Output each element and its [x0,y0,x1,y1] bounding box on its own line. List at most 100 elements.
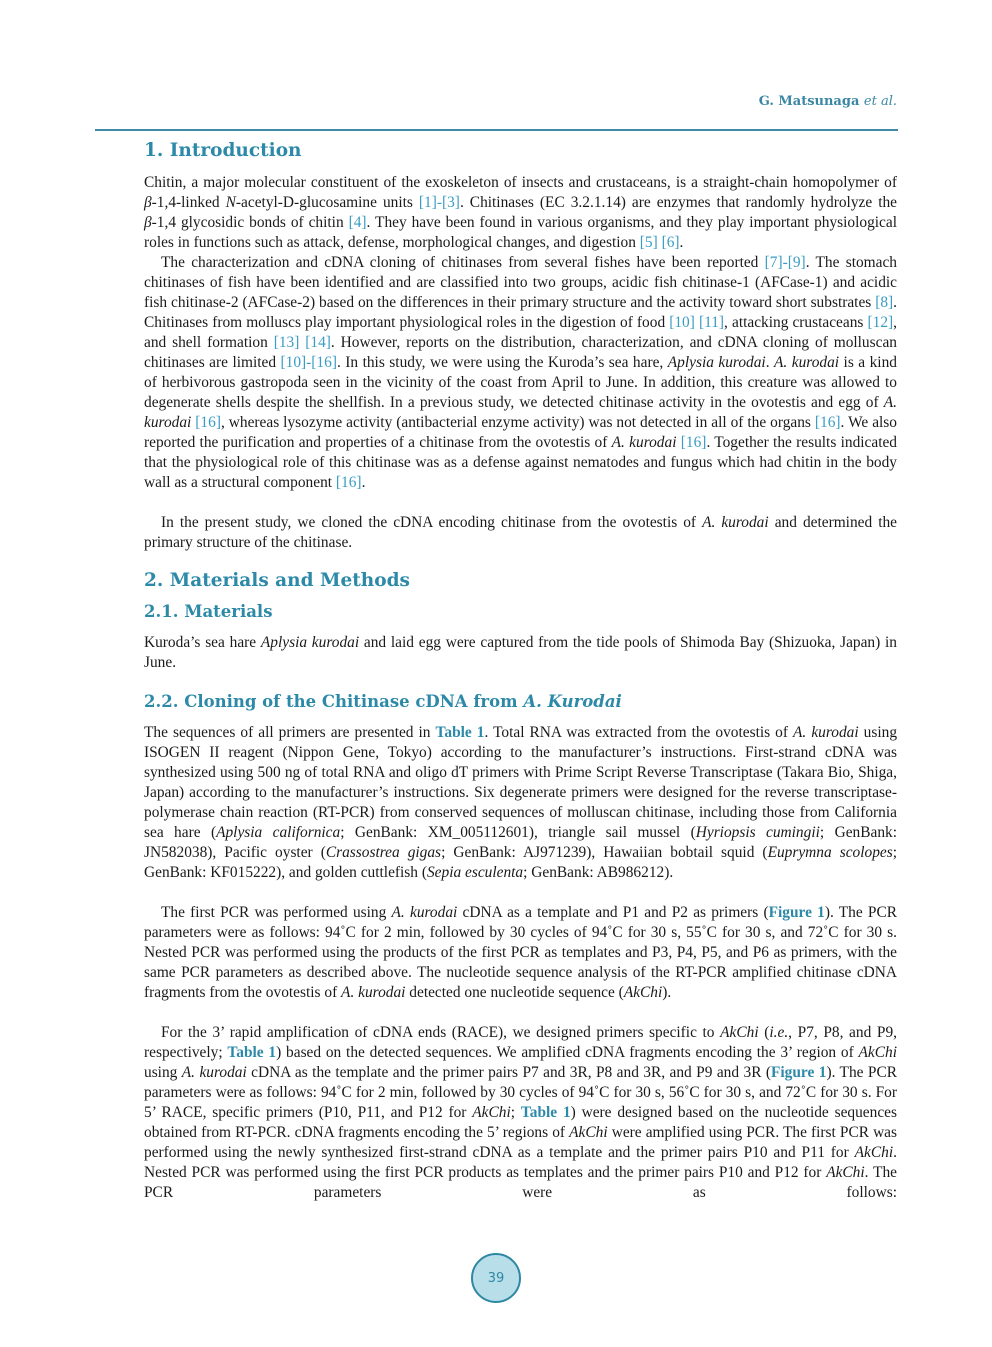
text-run: . [679,234,684,251]
text-run: and determined the primary structure of … [144,514,897,551]
italic-text: i.e. [769,1024,789,1041]
text-run: ; GenBank: JN582038), Pacific oyster ( [144,824,897,861]
text-run: ; [510,1104,521,1121]
italic-text: AkChi [854,1144,894,1161]
text-run: -1,4-linked [151,194,226,211]
text-run: . Total RNA was extracted from the ovote… [484,724,794,741]
text-run: . Chitinases (EC 3.2.1.14) are enzymes t… [459,194,898,211]
text-run: . In this study, we were using the Kurod… [336,354,668,371]
italic-text: A. kurodai [793,724,859,741]
text-run: ( [758,1024,770,1041]
cross-reference-link[interactable]: Table 1 [227,1044,277,1061]
text-run: The characterization and cDNA cloning of… [161,254,765,271]
paragraph: Chitin, a major molecular constituent of… [144,173,897,253]
citation-link[interactable]: [10]-[16] [280,354,337,371]
italic-text: A. kurodai [611,434,677,451]
citation-link[interactable]: [16] [335,474,362,491]
italic-text: N [225,194,236,211]
text-run: The sequences of all primers are present… [144,724,436,741]
citation-link[interactable]: [13] [14] [273,334,331,351]
citation-link[interactable]: [16] [680,434,707,451]
paragraph: The first PCR was performed using A. kur… [144,903,897,1003]
text-run: ) based on the detected sequences. We am… [276,1044,859,1061]
running-header: G. Matsunaga et al. [759,94,897,109]
citation-link[interactable]: [16] [195,414,221,431]
text-run: using ISOGEN II reagent (Nippon Gene, To… [144,724,898,841]
text-run: For the 3’ rapid amplification of cDNA e… [161,1024,721,1041]
text-run: . The PCR parameters were as follows: [144,1164,897,1201]
subsection-heading-cloning: 2.2. Cloning of the Chitinase cDNA from … [144,692,622,711]
italic-text: AkChi [858,1044,897,1061]
italic-text: AkChi [826,1164,865,1181]
text-run: ; GenBank: AJ971239), Hawaiian bobtail s… [441,844,768,861]
text-run: -1,4 glycosidic bonds of chitin [151,214,349,231]
paragraph: The characterization and cDNA cloning of… [144,253,897,493]
text-run: and laid egg were captured from the tide… [144,634,897,671]
italic-text: A. kurodai [144,394,897,431]
text-run: detected one nucleotide sequence ( [405,984,624,1001]
citation-link[interactable]: [16] [814,414,841,431]
text-run: using [144,1064,182,1081]
text-run: . We also reported the purification and … [144,414,897,451]
italic-text: AkChi [569,1124,608,1141]
cross-reference-link[interactable]: Figure 1 [768,904,825,921]
paragraph: The sequences of all primers are present… [144,723,897,883]
italic-text: A. kurodai [391,904,458,921]
section-heading-introduction: 1. Introduction [144,140,302,161]
text-run: In the present study, we cloned the cDNA… [161,514,703,531]
text-run: ). [662,984,672,1001]
running-header-author: G. Matsunaga [758,94,860,109]
section-heading-methods: 2. Materials and Methods [144,570,410,591]
citation-link[interactable]: [12] [867,314,894,331]
text-run: . [361,474,366,491]
italic-text: A. kurodai [774,354,840,371]
paragraph: In the present study, we cloned the cDNA… [144,513,897,553]
text-run: is a kind of herbivorous gastropoda seen… [144,354,897,411]
text-run: ; GenBank: XM_005112601), triangle sail … [340,824,696,841]
text-run: . However, reports on the distribution, … [144,334,897,371]
text-run: cDNA as a template and P1 and P2 as prim… [457,904,769,921]
citation-link[interactable]: [8] [875,294,894,311]
text-run: ). The PCR parameters were as follows: 9… [144,1064,897,1121]
cross-reference-link[interactable]: Figure 1 [771,1064,827,1081]
text-run: , whereas lysozyme activity (antibacteri… [220,414,815,431]
citation-link[interactable]: [4] [348,214,367,231]
cross-reference-link[interactable]: Table 1 [435,724,485,741]
italic-text: AkChi [623,984,663,1001]
italic-text: Euprymna scolopes [767,844,893,861]
text-run: , and shell formation [144,314,898,351]
italic-text: A. kurodai [181,1064,247,1081]
citation-link[interactable]: [7]-[9] [764,254,806,271]
italic-text: β [144,214,152,231]
italic-text: β [144,194,152,211]
running-header-etal: et al. [863,94,897,109]
italic-text: AkChi [472,1104,511,1121]
italic-text: AkChi [720,1024,759,1041]
subsection-heading-species: A. Kurodai [523,692,622,711]
cross-reference-link[interactable]: Table 1 [520,1104,571,1121]
text-run: . Together the results indicated that th… [144,434,898,491]
italic-text: Hyriopsis cumingii [695,824,820,841]
subsection-heading-text: 2.2. Cloning of the Chitinase cDNA from [144,692,524,711]
citation-link[interactable]: [1]-[3] [418,194,460,211]
text-run: Chitin, a major molecular constituent of… [144,174,897,191]
text-run: . The stomach chitinases of fish have be… [144,254,898,311]
text-run: -acetyl-D-glucosamine units [235,194,419,211]
italic-text: Crassostrea gigas [325,844,442,861]
paragraph: Kuroda’s sea hare Aplysia kurodai and la… [144,633,897,673]
text-run: . [765,354,775,371]
subsection-heading-materials: 2.1. Materials [144,602,273,621]
text-run: were amplified using PCR. The first PCR … [144,1124,898,1161]
citation-link[interactable]: [10] [11] [669,314,725,331]
text-run: . Chitinases from molluscs play importan… [144,294,897,331]
page-number-badge: 39 [471,1253,521,1303]
italic-text: Aplysia kurodai [260,634,360,651]
text-run: ; GenBank: KF015222), and golden cuttlef… [144,844,898,881]
text-run: . Nested PCR was performed using the fir… [144,1144,897,1181]
text-run: , P7, P8, and P9, respectively; [144,1024,897,1061]
text-run: . They have been found in various organi… [144,214,897,251]
italic-text: A. kurodai [341,984,406,1001]
text-run: , attacking crustaceans [724,314,868,331]
text-run: ; GenBank: AB986212). [523,864,674,881]
citation-link[interactable]: [5] [6] [639,234,680,251]
